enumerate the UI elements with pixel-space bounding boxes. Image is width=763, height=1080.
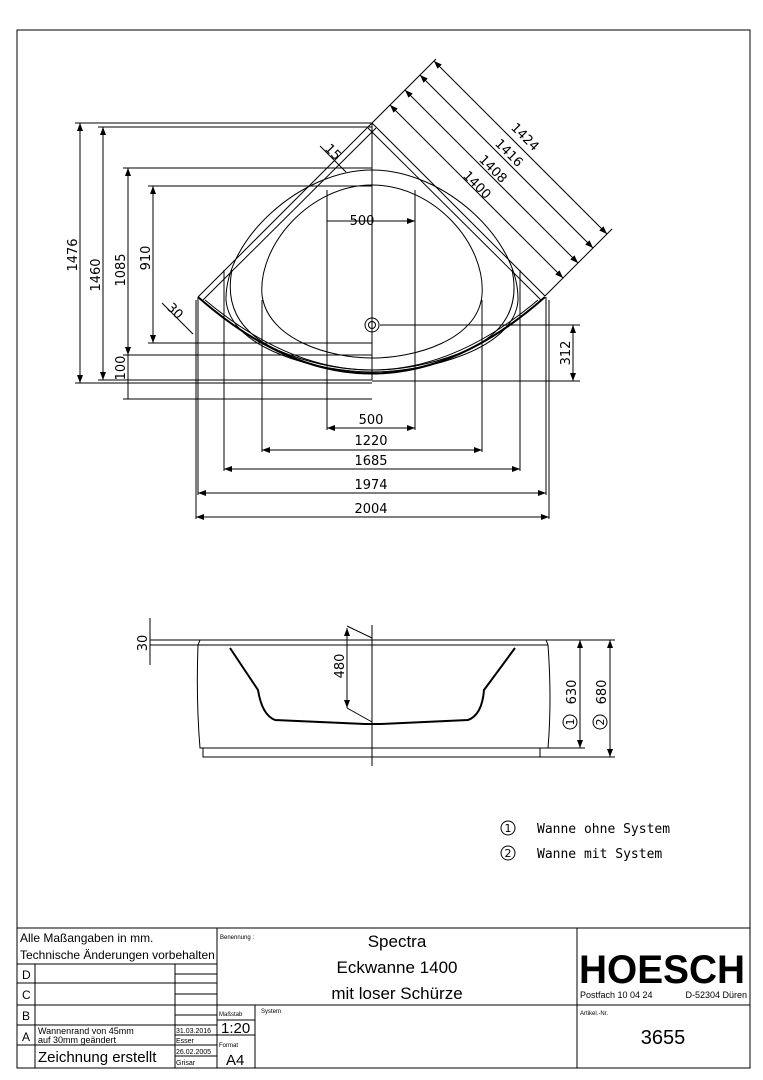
dim-910: 910 — [139, 246, 154, 271]
svg-text:1: 1 — [564, 719, 577, 726]
dim-1220: 1220 — [354, 434, 387, 449]
dim-2004: 2004 — [354, 502, 387, 517]
dim-500-bottom: 500 — [359, 413, 384, 428]
marker-1-icon — [562, 714, 578, 730]
svg-text:Benennung :: Benennung : — [220, 935, 254, 941]
revision-created-text: Zeichnung erstellt — [38, 1049, 157, 1066]
dim-1460: 1460 — [89, 258, 104, 291]
title-block: Alle Maßangaben in mm. Technische Änderu… — [17, 927, 750, 1069]
dim-312: 312 — [559, 341, 574, 366]
legend-item-2: Wanne mit System — [537, 847, 662, 862]
revision-a-text: Wannenrand von 45mm — [38, 1026, 134, 1036]
legend: 1 Wanne ohne System 2 Wanne mit System — [500, 820, 670, 862]
side-view: 480 30 1 630 2 680 — [136, 618, 615, 766]
title-line-2: Eckwanne 1400 — [337, 958, 458, 977]
scale-value: 1:20 — [221, 1020, 250, 1037]
svg-text:System: System — [261, 1009, 281, 1015]
dim-100: 100 — [114, 356, 129, 381]
article-number: 3655 — [641, 1027, 686, 1049]
address-city: D-52304 Düren — [685, 990, 747, 1000]
top-view: 1476 1460 1085 910 100 312 500 500 1220 … — [66, 58, 613, 520]
dim-1476: 1476 — [66, 238, 81, 271]
address-postfach: Postfach 10 04 24 — [580, 990, 653, 1000]
legend-item-1: Wanne ohne System — [537, 822, 670, 837]
svg-text:Artikel.-Nr.: Artikel.-Nr. — [580, 1011, 608, 1017]
drawing-frame — [16, 29, 751, 1069]
svg-text:Grisar: Grisar — [176, 1060, 196, 1067]
dim-630: 630 — [565, 680, 580, 705]
svg-text:2: 2 — [505, 847, 512, 860]
svg-text:auf 30mm geändert: auf 30mm geändert — [38, 1035, 117, 1045]
dim-1974: 1974 — [354, 478, 387, 493]
svg-text:A: A — [22, 1030, 30, 1044]
marker-2-icon — [592, 714, 608, 730]
svg-text:Maßstab: Maßstab — [219, 1012, 243, 1018]
svg-text:B: B — [22, 1009, 30, 1023]
dim-1085: 1085 — [114, 253, 129, 286]
dim-680: 680 — [595, 680, 610, 705]
svg-text:Esser: Esser — [176, 1038, 195, 1045]
svg-text:1: 1 — [505, 822, 512, 835]
svg-text:C: C — [22, 988, 31, 1002]
svg-text:D: D — [22, 968, 31, 982]
format-value: A4 — [226, 1052, 244, 1069]
dim-30-side: 30 — [136, 635, 151, 652]
svg-text:31.03.2016: 31.03.2016 — [176, 1028, 211, 1035]
dim-1685: 1685 — [354, 454, 387, 469]
note-changes: Technische Änderungen vorbehalten — [20, 948, 215, 962]
title-line-3: mit loser Schürze — [331, 984, 462, 1003]
svg-text:2: 2 — [594, 719, 607, 726]
note-units: Alle Maßangaben in mm. — [20, 931, 153, 945]
dim-500-top: 500 — [350, 214, 375, 229]
dim-15: 15 — [321, 141, 343, 163]
svg-text:Format: Format — [219, 1043, 238, 1049]
hoesch-logo: HOESCH — [579, 948, 745, 992]
title-line-1: Spectra — [368, 932, 427, 951]
dim-30-top: 30 — [163, 300, 185, 322]
dim-480: 480 — [333, 654, 348, 679]
svg-text:26.02.2005: 26.02.2005 — [176, 1049, 211, 1056]
